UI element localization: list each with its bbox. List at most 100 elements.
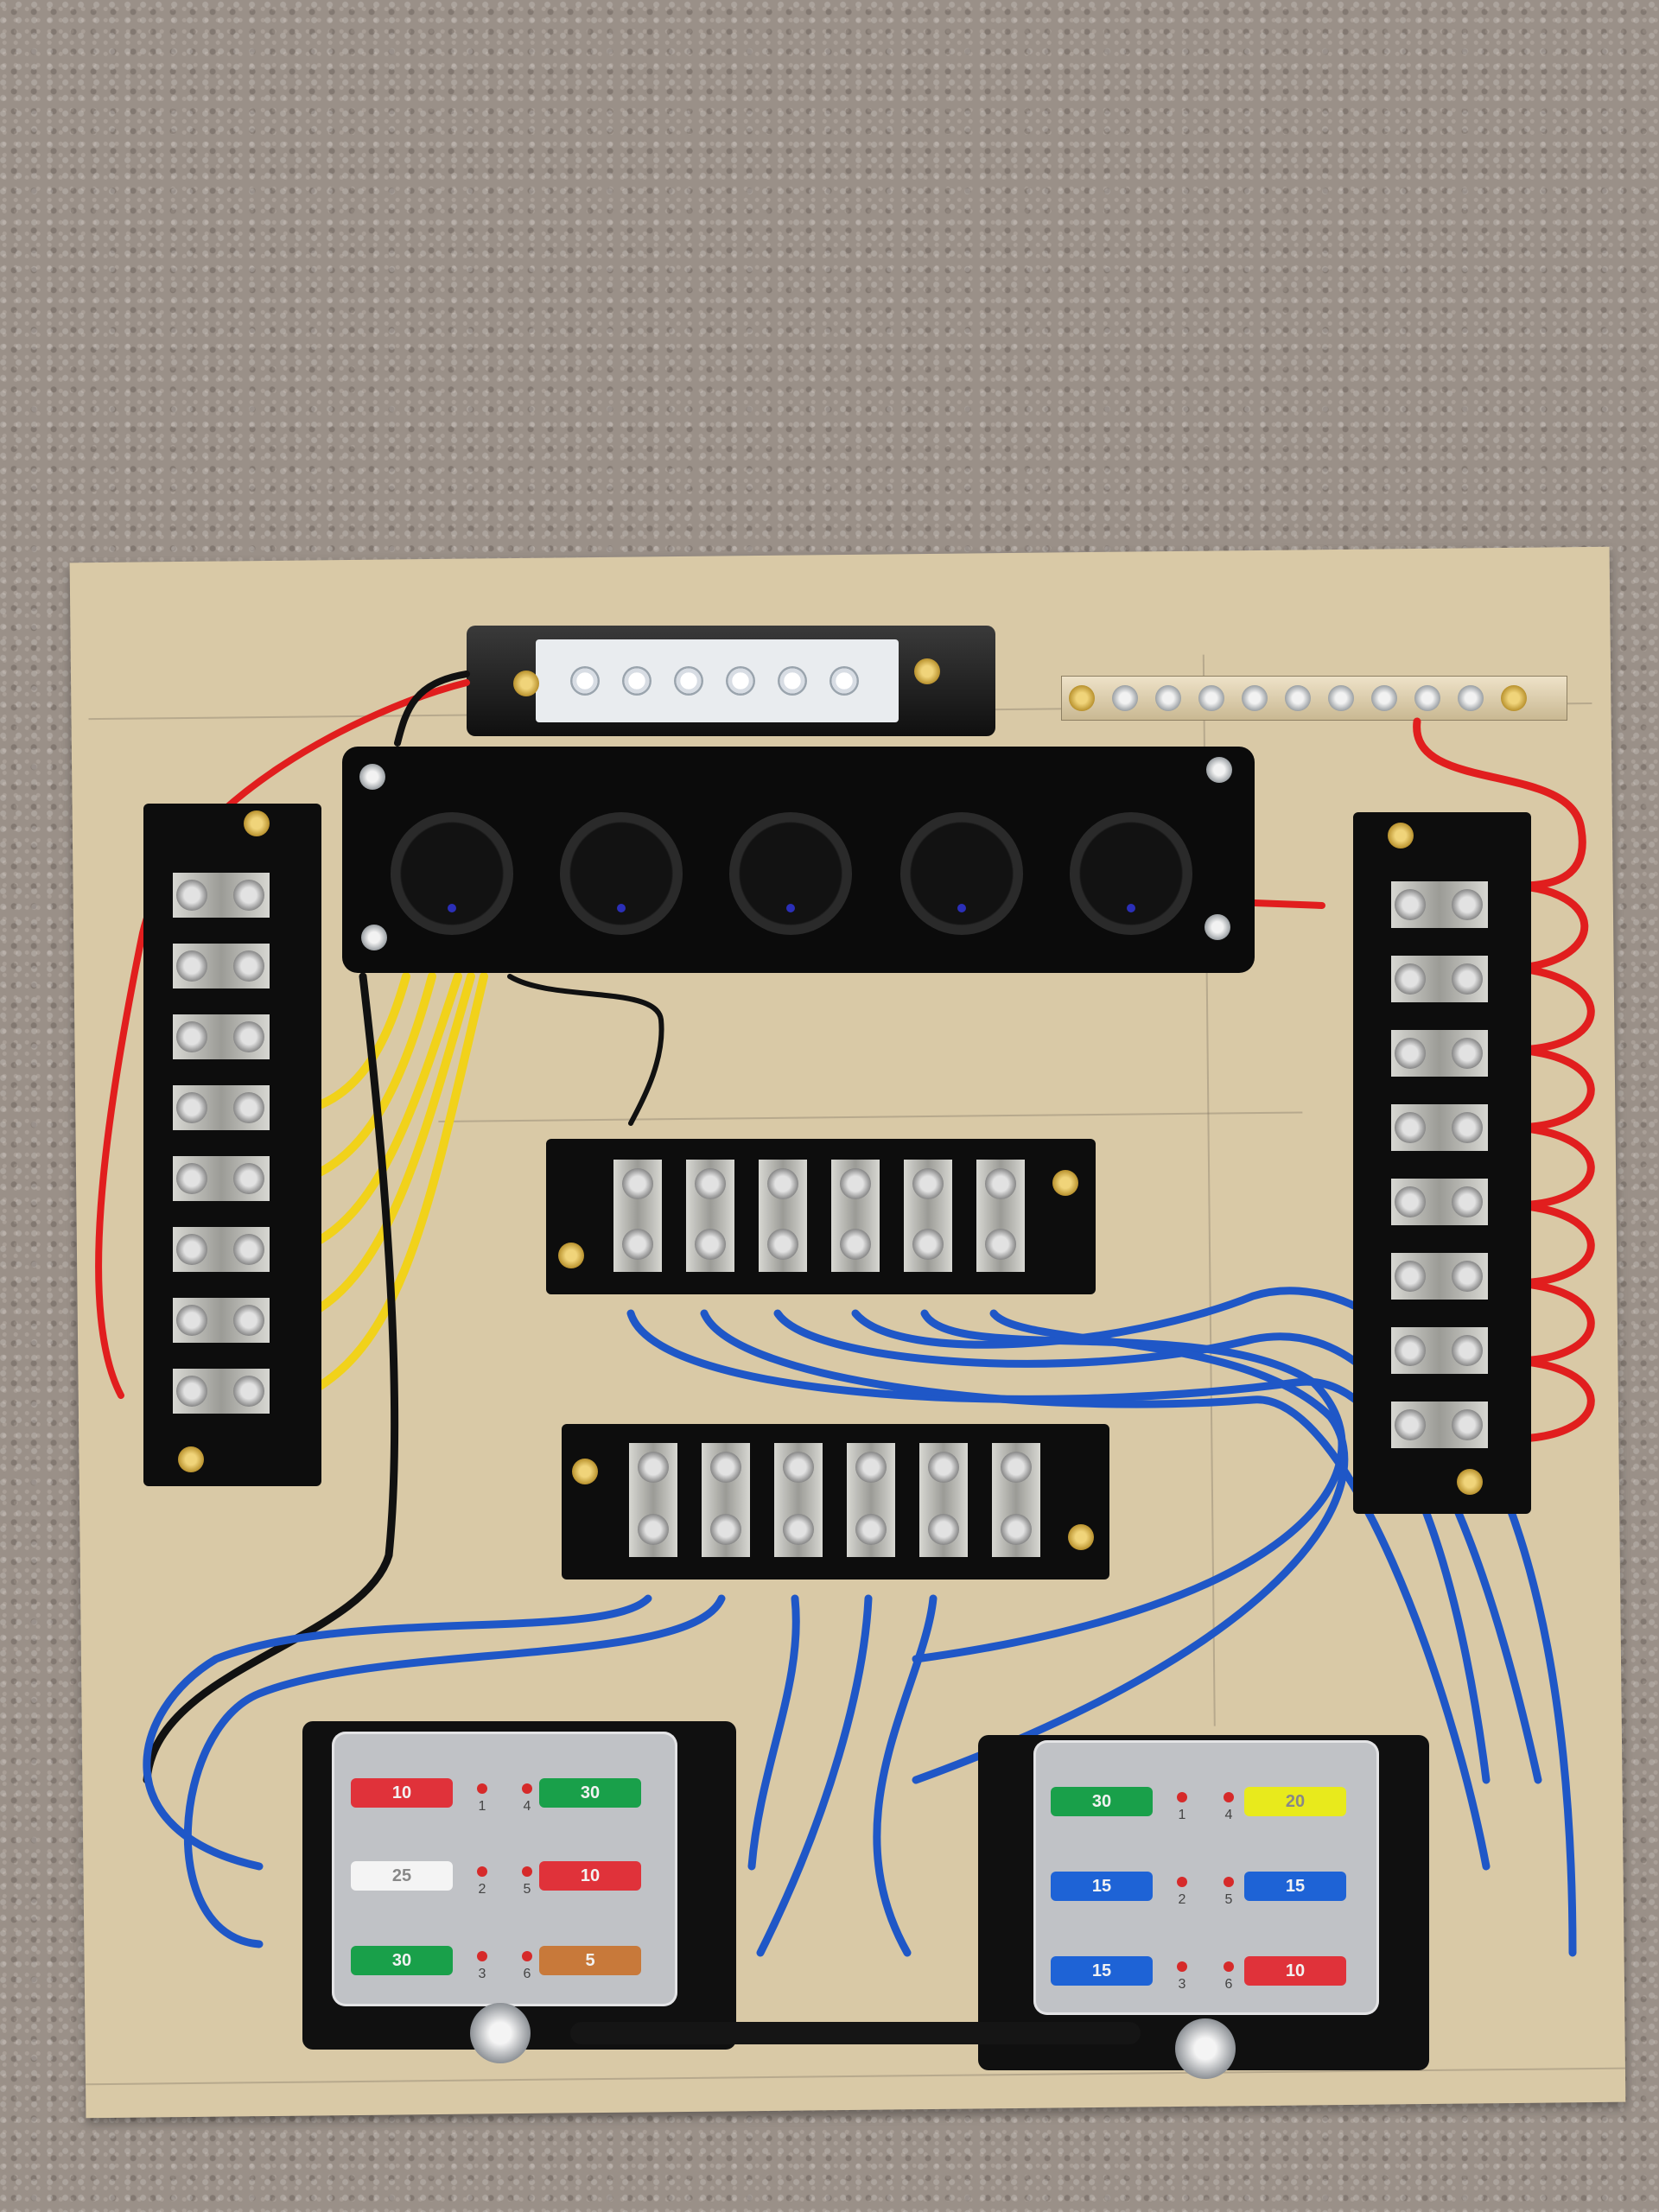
fuse-rating: 5 (585, 1950, 595, 1970)
terminal-screw (233, 950, 264, 982)
terminal-slot (702, 1443, 750, 1557)
fuse-indicator-led (1177, 1792, 1187, 1802)
lower-middle-terminal-block (562, 1424, 1109, 1580)
blade-fuse: 20 (1244, 1787, 1346, 1816)
bus-screw (1198, 685, 1224, 711)
led-chip (726, 666, 755, 696)
terminal-screw (1452, 1261, 1483, 1292)
left-fuse-block-cover: 10 30 25 10 30 5 1 4 2 5 3 6 (332, 1732, 677, 2006)
fuse-rating: 10 (391, 1783, 412, 1802)
terminal-screw (233, 1305, 264, 1336)
terminal-slot (173, 1014, 270, 1059)
bus-screw (1371, 685, 1397, 711)
ground-bus-bar (1061, 676, 1567, 721)
round-rocker-switch[interactable] (391, 812, 513, 935)
terminal-screw (233, 1021, 264, 1052)
terminal-screw (912, 1229, 944, 1260)
blade-fuse: 30 (1051, 1787, 1153, 1816)
indicator-led (957, 904, 966, 912)
slot-number: 2 (478, 1882, 486, 1897)
terminal-slot (1391, 956, 1488, 1002)
terminal-slot (613, 1160, 662, 1272)
terminal-slot (1391, 1030, 1488, 1077)
blade-fuse: 15 (1051, 1872, 1153, 1901)
terminal-screw (1395, 1261, 1426, 1292)
terminal-screw (1452, 1112, 1483, 1143)
terminal-screw (912, 1168, 944, 1199)
round-rocker-switch[interactable] (1070, 812, 1192, 935)
slot-number: 5 (1224, 1892, 1233, 1907)
terminal-screw (233, 1092, 264, 1123)
slot-number: 1 (1178, 1808, 1186, 1822)
terminal-screw (1395, 1038, 1426, 1069)
terminal-screw (176, 1163, 207, 1194)
terminal-screw (710, 1452, 741, 1483)
terminal-slot (173, 1369, 270, 1414)
terminal-slot (1391, 881, 1488, 928)
round-rocker-switch[interactable] (729, 812, 852, 935)
terminal-slot (173, 1085, 270, 1130)
slot-number: 4 (523, 1799, 531, 1814)
terminal-screw (1395, 963, 1426, 995)
brass-screw (1501, 685, 1527, 711)
terminal-screw (176, 1376, 207, 1407)
terminal-slot (976, 1160, 1025, 1272)
fuse-indicator-led (477, 1783, 487, 1794)
terminal-screw (1452, 1409, 1483, 1440)
blade-fuse: 15 (1051, 1956, 1153, 1986)
terminal-screw (1395, 1409, 1426, 1440)
led-chip (674, 666, 703, 696)
fuse-indicator-led (1177, 1961, 1187, 1972)
fuse-indicator-led (477, 1866, 487, 1877)
brass-screw (572, 1459, 598, 1484)
terminal-slot (904, 1160, 952, 1272)
terminal-screw (233, 1163, 264, 1194)
terminal-screw (1001, 1452, 1032, 1483)
terminal-slot (173, 873, 270, 918)
indicator-led (617, 904, 626, 912)
fuse-rating: 10 (1285, 1961, 1306, 1980)
fuse-indicator-led (522, 1783, 532, 1794)
brass-screw (1069, 685, 1095, 711)
terminal-slot (992, 1443, 1040, 1557)
left-terminal-block (143, 804, 321, 1486)
right-terminal-block (1353, 812, 1531, 1514)
terminal-screw (176, 1234, 207, 1265)
brass-screw (244, 810, 270, 836)
led-chip (778, 666, 807, 696)
slot-number: 2 (1178, 1892, 1186, 1907)
terminal-slot (173, 1298, 270, 1343)
brass-screw (1457, 1469, 1483, 1495)
round-rocker-switch[interactable] (900, 812, 1023, 935)
terminal-screw (176, 880, 207, 911)
bus-screw (1458, 685, 1484, 711)
terminal-screw (855, 1452, 887, 1483)
terminal-screw (985, 1229, 1016, 1260)
blade-fuse: 30 (539, 1778, 641, 1808)
blade-fuse: 30 (351, 1946, 453, 1975)
terminal-slot (759, 1160, 807, 1272)
terminal-slot (1391, 1402, 1488, 1448)
terminal-screw (767, 1168, 798, 1199)
fuse-rating: 15 (1285, 1876, 1306, 1896)
right-fuse-block-cover: 30 20 15 15 15 10 1 4 2 5 3 6 (1033, 1740, 1379, 2015)
negative-stud (470, 2003, 531, 2063)
round-rocker-switch[interactable] (560, 812, 683, 935)
bus-screw (1242, 685, 1268, 711)
bus-screw (1414, 685, 1440, 711)
terminal-slot (173, 944, 270, 988)
pencil-guide-line (438, 1111, 1303, 1122)
terminal-screw (1395, 1112, 1426, 1143)
fuse-indicator-led (477, 1951, 487, 1961)
terminal-screw (1452, 963, 1483, 995)
terminal-screw (928, 1514, 959, 1545)
terminal-slot (1391, 1327, 1488, 1374)
terminal-screw (233, 880, 264, 911)
terminal-screw (695, 1229, 726, 1260)
slot-number: 1 (478, 1799, 486, 1814)
terminal-slot (1391, 1253, 1488, 1300)
fuse-rating: 30 (1091, 1791, 1112, 1811)
fuse-rating: 30 (391, 1950, 412, 1970)
terminal-screw (1395, 1186, 1426, 1217)
panel-screw (359, 764, 385, 790)
